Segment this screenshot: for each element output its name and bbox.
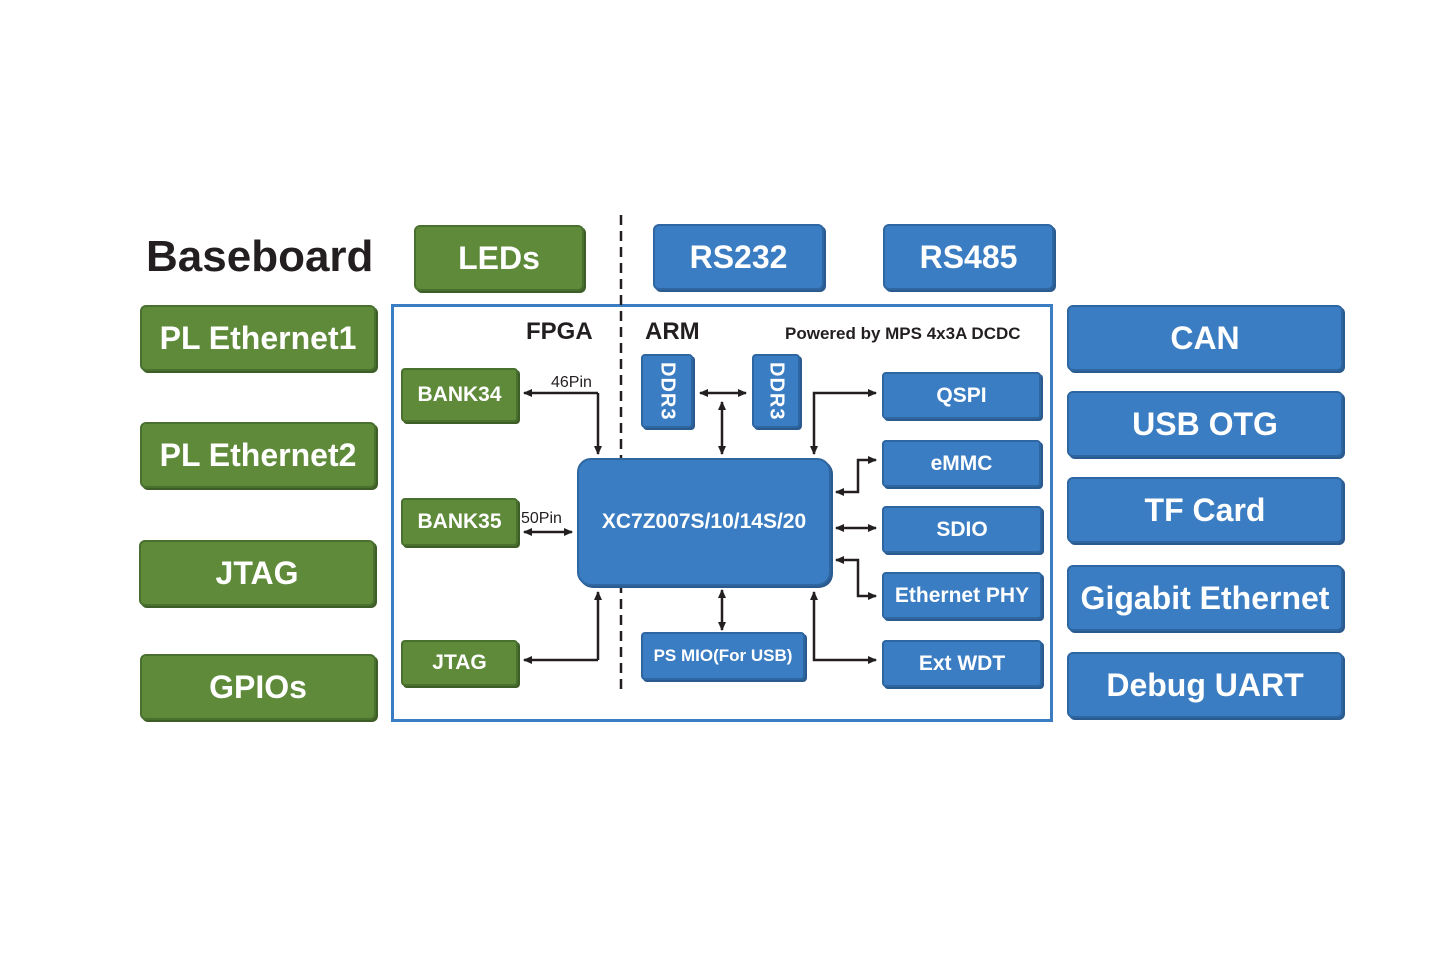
can-block: CAN <box>1067 305 1343 371</box>
gigabit-ethernet-block: Gigabit Ethernet <box>1067 565 1343 631</box>
pl-ethernet1-block: PL Ethernet1 <box>140 305 376 371</box>
tf-card-block: TF Card <box>1067 477 1343 543</box>
ddr3-a-block: DDR3 <box>641 354 693 428</box>
pl-ethernet2-block: PL Ethernet2 <box>140 422 376 488</box>
fpga-label: FPGA <box>526 318 593 345</box>
ps-mio-block: PS MIO(For USB) <box>641 632 805 680</box>
ext-wdt-block: Ext WDT <box>882 640 1042 687</box>
ddr3-b-block: DDR3 <box>752 354 800 428</box>
power-note: Powered by MPS 4x3A DCDC <box>785 324 1021 343</box>
jtag-block: JTAG <box>139 540 375 606</box>
sdio-block: SDIO <box>882 506 1042 553</box>
bank35-block: BANK35 <box>401 498 518 546</box>
pin-46-label: 46Pin <box>551 374 592 391</box>
leds-block: LEDs <box>414 225 584 291</box>
diagram-title: Baseboard <box>146 232 374 281</box>
pin-50-label: 50Pin <box>521 510 562 527</box>
zynq-chip-block: XC7Z007S/10/14S/20 <box>577 458 831 586</box>
arm-label: ARM <box>645 318 700 345</box>
bank34-block: BANK34 <box>401 368 518 422</box>
jtag-core-block: JTAG <box>401 640 518 686</box>
core-module-frame <box>391 304 1053 722</box>
emmc-block: eMMC <box>882 440 1041 487</box>
qspi-block: QSPI <box>882 372 1041 419</box>
usb-otg-block: USB OTG <box>1067 391 1343 457</box>
ethernet-phy-block: Ethernet PHY <box>882 572 1042 619</box>
rs232-block: RS232 <box>653 224 824 290</box>
gpios-block: GPIOs <box>140 654 376 720</box>
rs485-block: RS485 <box>883 224 1054 290</box>
debug-uart-block: Debug UART <box>1067 652 1343 718</box>
